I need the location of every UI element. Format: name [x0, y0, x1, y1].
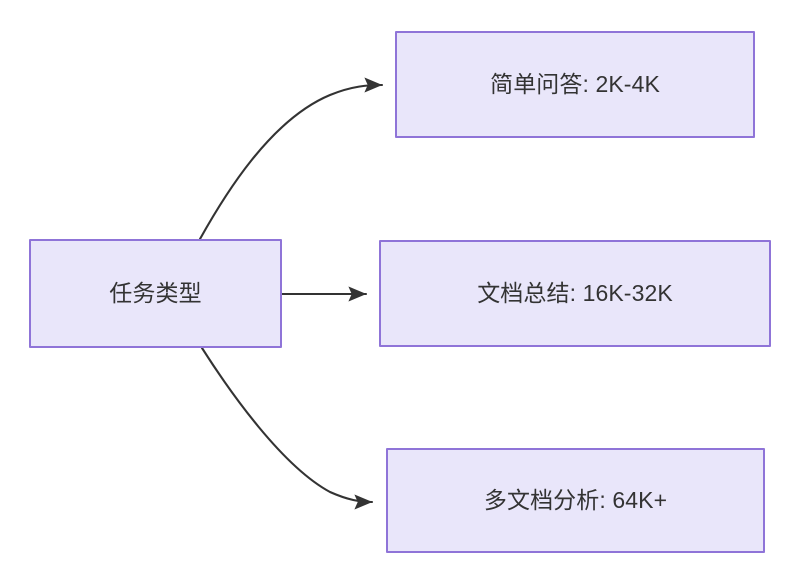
node-document-summary-label: 文档总结: 16K-32K — [477, 280, 673, 307]
node-multi-document-analysis-label: 多文档分析: 64K+ — [483, 487, 668, 514]
node-task-type[interactable]: 任务类型 — [29, 239, 282, 348]
node-simple-qa-label: 简单问答: 2K-4K — [490, 71, 660, 98]
edge-source-to-multidoc — [200, 346, 374, 510]
node-task-type-label: 任务类型 — [109, 280, 202, 307]
node-simple-qa[interactable]: 简单问答: 2K-4K — [395, 31, 755, 138]
node-multi-document-analysis[interactable]: 多文档分析: 64K+ — [386, 448, 765, 553]
node-document-summary[interactable]: 文档总结: 16K-32K — [379, 240, 771, 347]
edge-source-to-simple — [198, 77, 384, 241]
